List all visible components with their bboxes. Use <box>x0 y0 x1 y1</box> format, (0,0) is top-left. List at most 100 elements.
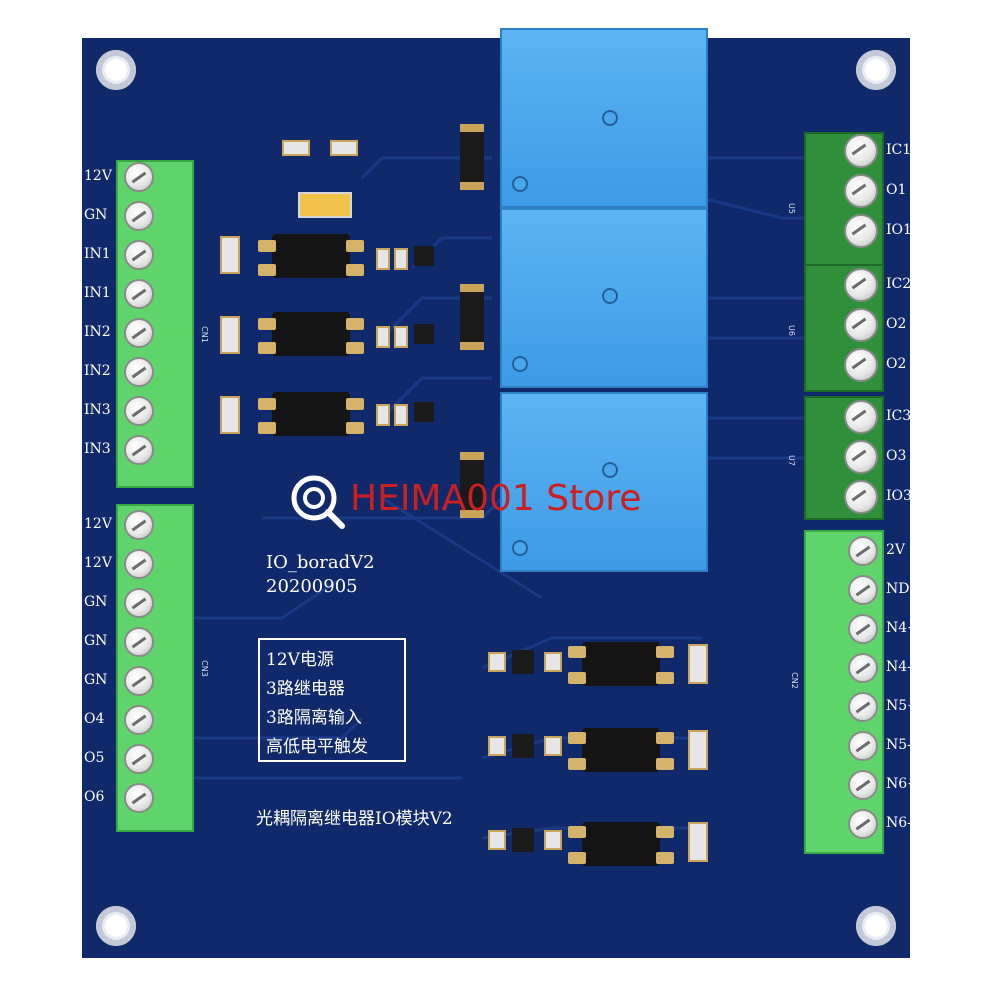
chip-pad <box>258 342 276 354</box>
terminal-pin-label: GN <box>84 633 108 649</box>
led-smd <box>282 140 310 156</box>
terminal-pin-label: O2 <box>886 316 907 332</box>
relay-pin <box>512 176 528 192</box>
terminal-screw[interactable] <box>124 279 154 309</box>
terminal-screw[interactable] <box>124 744 154 774</box>
terminal-screw[interactable] <box>124 549 154 579</box>
terminal-screw[interactable] <box>124 240 154 270</box>
relay-pin <box>512 356 528 372</box>
chip-pad <box>568 826 586 838</box>
terminal-pin-label: N6+ <box>886 776 919 792</box>
terminal-pin-label: IN1 <box>84 246 111 262</box>
terminal-screw[interactable] <box>124 162 154 192</box>
store-watermark: HEIMA001 Store <box>350 478 642 519</box>
resistor <box>688 644 708 684</box>
terminal-pin-label: IN3 <box>84 441 111 457</box>
terminal-screw[interactable] <box>124 783 154 813</box>
terminal-screw[interactable] <box>124 666 154 696</box>
terminal-screw[interactable] <box>844 440 878 474</box>
terminal-screw[interactable] <box>124 705 154 735</box>
refdes-cn3: CN3 <box>199 660 209 677</box>
terminal-screw[interactable] <box>844 348 878 382</box>
resistor <box>220 316 240 354</box>
terminal-screw[interactable] <box>124 435 154 465</box>
terminal-screw[interactable] <box>848 536 878 566</box>
terminal-screw[interactable] <box>844 308 878 342</box>
diode-2 <box>460 284 484 350</box>
board-title-cn: 光耦隔离继电器IO模块V2 <box>256 809 453 829</box>
terminal-pin-label: 12V <box>84 516 112 532</box>
refdes-cn2: CN2 <box>789 672 799 689</box>
chip-pad <box>568 646 586 658</box>
terminal-screw[interactable] <box>124 357 154 387</box>
terminal-screw[interactable] <box>848 809 878 839</box>
chip-pad <box>258 318 276 330</box>
chip-pad <box>346 342 364 354</box>
terminal-screw[interactable] <box>848 692 878 722</box>
terminal-screw[interactable] <box>848 770 878 800</box>
terminal-pin-label: ND <box>886 581 910 597</box>
resistor <box>376 248 390 270</box>
optocoupler-4 <box>582 642 660 686</box>
terminal-screw[interactable] <box>848 614 878 644</box>
terminal-screw[interactable] <box>124 510 154 540</box>
diode-3 <box>460 452 484 518</box>
transistor <box>414 324 434 344</box>
terminal-pin-label: 2V <box>886 542 906 558</box>
terminal-screw[interactable] <box>844 174 878 208</box>
optocoupler-2 <box>272 312 350 356</box>
terminal-pin-label: IC1 <box>886 142 912 158</box>
terminal-pin-label: O2 <box>886 356 907 372</box>
relay-pin <box>602 288 618 304</box>
chip-pad <box>568 758 586 770</box>
chip-pad <box>346 240 364 252</box>
terminal-pin-label: IO3 <box>886 488 912 504</box>
terminal-screw[interactable] <box>124 396 154 426</box>
refdes-u7: U7 <box>786 455 796 466</box>
resistor <box>544 830 562 850</box>
spec-line-trigger: 高低电平触发 <box>266 737 368 757</box>
chip-pad <box>346 264 364 276</box>
transistor <box>414 246 434 266</box>
terminal-screw[interactable] <box>844 134 878 168</box>
terminal-pin-label: O6 <box>84 789 105 805</box>
smd-capacitor <box>298 192 352 218</box>
optocoupler-6 <box>582 822 660 866</box>
terminal-pin-label: 12V <box>84 168 112 184</box>
terminal-pin-label: IN3 <box>84 402 111 418</box>
terminal-screw[interactable] <box>844 268 878 302</box>
spec-line-inputs: 3路隔离输入 <box>266 708 362 728</box>
relay-pin <box>602 462 618 478</box>
terminal-screw[interactable] <box>124 627 154 657</box>
transistor <box>512 734 534 758</box>
terminal-screw[interactable] <box>124 588 154 618</box>
refdes-u5: U5 <box>786 203 796 214</box>
terminal-pin-label: IN2 <box>84 324 111 340</box>
terminal-screw[interactable] <box>844 400 878 434</box>
terminal-screw[interactable] <box>848 575 878 605</box>
chip-pad <box>568 852 586 864</box>
mounting-hole-top-left <box>96 50 136 90</box>
relay-2 <box>500 208 708 388</box>
terminal-screw[interactable] <box>848 731 878 761</box>
resistor <box>376 404 390 426</box>
resistor <box>488 652 506 672</box>
terminal-screw[interactable] <box>124 318 154 348</box>
terminal-pin-label: N5+ <box>886 698 919 714</box>
pcb-board <box>82 38 910 958</box>
terminal-screw[interactable] <box>848 653 878 683</box>
terminal-pin-label: IN2 <box>84 363 111 379</box>
resistor <box>394 326 408 348</box>
resistor <box>220 236 240 274</box>
terminal-screw[interactable] <box>844 214 878 248</box>
terminal-screw[interactable] <box>124 201 154 231</box>
resistor <box>688 822 708 862</box>
terminal-screw[interactable] <box>844 480 878 514</box>
chip-pad <box>346 422 364 434</box>
resistor <box>544 736 562 756</box>
terminal-pin-label: N4+ <box>886 620 919 636</box>
chip-pad <box>656 672 674 684</box>
terminal-pin-label: O4 <box>84 711 105 727</box>
refdes-cn1: CN1 <box>199 326 209 343</box>
terminal-pin-label: N6- <box>886 815 912 831</box>
